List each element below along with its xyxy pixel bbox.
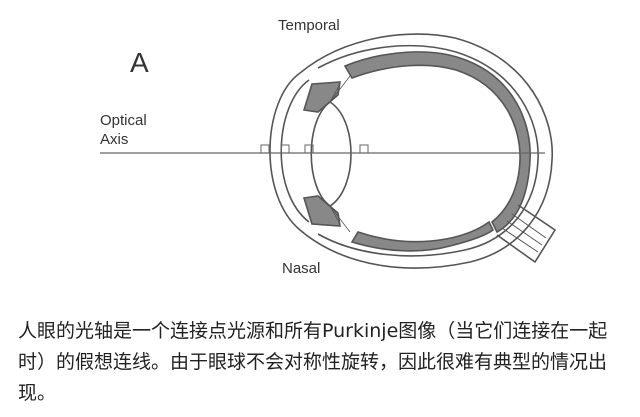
axis-marker-1 <box>260 144 270 154</box>
zonule-lower-1 <box>329 205 341 225</box>
optic-nerve-fiber-1 <box>511 213 547 239</box>
cornea-outer <box>269 72 301 231</box>
caption-text: 人眼的光轴是一个连接点光源和所有Purkinje图像（当它们连接在一起时）的假想… <box>18 320 608 404</box>
sclera-inner <box>317 44 539 257</box>
panel-letter: A <box>130 47 149 78</box>
axis-markers <box>260 144 369 154</box>
optical-axis-label-line2: Axis <box>100 131 128 148</box>
temporal-label: Temporal <box>278 17 340 34</box>
axis-marker-3 <box>304 144 314 154</box>
lens <box>310 101 352 207</box>
nasal-label: Nasal <box>282 260 320 277</box>
eye-anatomy-diagram: A Temporal Nasal Optical Axis <box>100 17 557 277</box>
optic-nerve-fiber-3 <box>501 227 539 253</box>
optic-nerve-fiber-2 <box>506 220 543 246</box>
optic-nerve <box>496 204 557 264</box>
iris-upper <box>302 81 341 113</box>
zonule-upper-2 <box>329 75 351 103</box>
zonule-lower-2 <box>329 205 351 233</box>
optical-axis-label-line1: Optical <box>100 112 147 129</box>
zonule-upper-1 <box>329 83 341 103</box>
axis-marker-4 <box>359 144 369 154</box>
iris-lower <box>302 195 341 227</box>
retina-lower <box>350 220 495 252</box>
sclera-outer <box>299 33 554 269</box>
retina <box>343 51 531 234</box>
eyeball <box>269 33 557 269</box>
axis-marker-2 <box>280 144 290 154</box>
